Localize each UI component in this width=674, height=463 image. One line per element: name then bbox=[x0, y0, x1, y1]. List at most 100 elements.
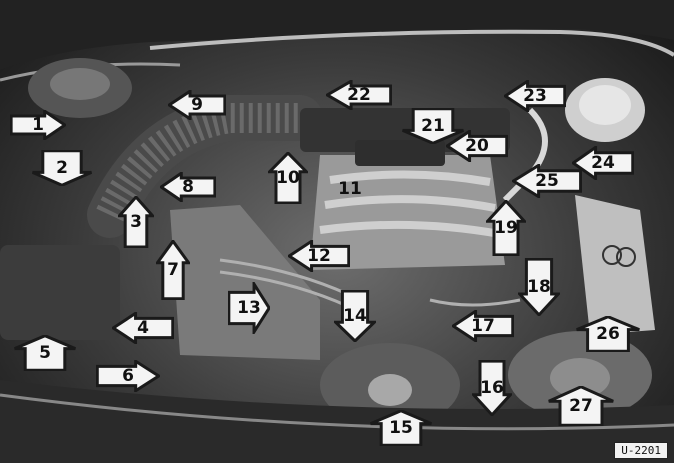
callout-23-arrow-polygon bbox=[505, 81, 565, 110]
callout-27: 27 bbox=[546, 386, 616, 426]
callout-21-label: 21 bbox=[421, 116, 445, 136]
callout-19-arrow-shape bbox=[486, 200, 526, 256]
callout-1-arrow-shape bbox=[10, 110, 66, 140]
callout-7: 7 bbox=[156, 240, 190, 300]
callout-2: 2 bbox=[30, 150, 94, 186]
callout-27-arrow-polygon bbox=[549, 387, 613, 425]
callout-17: 17 bbox=[452, 310, 514, 342]
callout-8: 8 bbox=[160, 172, 216, 202]
callout-2-label: 2 bbox=[56, 158, 68, 178]
callout-13-arrow-shape bbox=[228, 282, 270, 334]
callout-18-label: 18 bbox=[527, 277, 551, 297]
callout-3: 3 bbox=[118, 196, 154, 248]
callout-14-arrow-polygon bbox=[336, 291, 375, 341]
callout-16-arrow-shape bbox=[472, 360, 512, 416]
callout-11-label: 11 bbox=[338, 179, 362, 199]
callout-24-label: 24 bbox=[591, 153, 615, 173]
callout-22: 22 bbox=[326, 80, 392, 110]
callout-22-arrow-shape bbox=[326, 80, 392, 110]
callout-10-arrow-polygon bbox=[270, 153, 307, 203]
callout-9: 9 bbox=[168, 90, 226, 120]
callout-3-label: 3 bbox=[130, 212, 142, 232]
callout-17-label: 17 bbox=[471, 316, 495, 336]
callout-8-label: 8 bbox=[182, 177, 194, 197]
callout-14-arrow-shape bbox=[334, 290, 376, 342]
callout-4-arrow-polygon bbox=[113, 313, 173, 342]
callout-21: 21 bbox=[400, 108, 466, 144]
callout-22-label: 22 bbox=[347, 85, 371, 105]
callout-7-arrow-shape bbox=[156, 240, 190, 300]
callout-18-arrow-shape bbox=[518, 258, 560, 316]
callout-26: 26 bbox=[574, 316, 642, 352]
callout-5-label: 5 bbox=[39, 343, 51, 363]
callout-26-label: 26 bbox=[596, 324, 620, 344]
callout-16-label: 16 bbox=[480, 378, 504, 398]
callout-8-arrow-shape bbox=[160, 172, 216, 202]
callout-20-arrow-shape bbox=[446, 130, 508, 162]
callout-20-arrow-polygon bbox=[447, 131, 507, 160]
callout-15: 15 bbox=[368, 410, 434, 446]
callout-7-label: 7 bbox=[167, 260, 179, 280]
callout-19-arrow-polygon bbox=[488, 201, 525, 255]
callout-25-arrow-polygon bbox=[513, 165, 580, 196]
callout-17-arrow-shape bbox=[452, 310, 514, 342]
callout-18: 18 bbox=[518, 258, 560, 316]
callout-1: 1 bbox=[10, 110, 66, 140]
callout-20: 20 bbox=[446, 130, 508, 162]
callout-1-arrow-polygon bbox=[11, 111, 65, 139]
callout-12-arrow-polygon bbox=[289, 241, 349, 270]
callout-14-label: 14 bbox=[343, 306, 367, 326]
callout-5-arrow-polygon bbox=[15, 336, 76, 371]
callout-19-label: 19 bbox=[494, 218, 518, 238]
callout-2-arrow-shape bbox=[30, 150, 94, 186]
callout-25-label: 25 bbox=[535, 171, 559, 191]
callout-16: 16 bbox=[472, 360, 512, 416]
callout-14: 14 bbox=[334, 290, 376, 342]
callout-6: 6 bbox=[96, 360, 160, 392]
callout-21-arrow-polygon bbox=[403, 109, 464, 144]
figure-reference-label: U-2201 bbox=[614, 442, 668, 459]
callout-22-arrow-polygon bbox=[327, 81, 390, 109]
callout-19: 19 bbox=[486, 200, 526, 256]
callout-23-label: 23 bbox=[523, 86, 547, 106]
callout-15-label: 15 bbox=[389, 418, 413, 438]
callout-13-label: 13 bbox=[237, 298, 261, 318]
callout-10-label: 10 bbox=[276, 168, 300, 188]
callout-12-arrow-shape bbox=[288, 240, 350, 272]
callout-20-label: 20 bbox=[465, 136, 489, 156]
callout-27-arrow-shape bbox=[546, 386, 616, 426]
callout-4: 4 bbox=[112, 312, 174, 344]
callout-1-label: 1 bbox=[32, 115, 44, 135]
callout-13-arrow-polygon bbox=[229, 284, 269, 332]
callout-13: 13 bbox=[228, 282, 270, 334]
callout-6-label: 6 bbox=[122, 366, 134, 386]
callout-17-arrow-polygon bbox=[453, 311, 513, 340]
callout-15-arrow-polygon bbox=[371, 411, 432, 446]
callout-27-label: 27 bbox=[569, 396, 593, 416]
callout-11: 11 bbox=[330, 176, 370, 202]
callout-7-arrow-polygon bbox=[157, 241, 188, 299]
callout-4-arrow-shape bbox=[112, 312, 174, 344]
callout-21-arrow-shape bbox=[400, 108, 466, 144]
callout-10: 10 bbox=[268, 152, 308, 204]
callout-9-arrow-shape bbox=[168, 90, 226, 120]
callout-4-label: 4 bbox=[137, 318, 149, 338]
callout-25: 25 bbox=[512, 164, 582, 198]
callout-24: 24 bbox=[572, 146, 634, 180]
callout-6-arrow-shape bbox=[96, 360, 160, 392]
callout-23-arrow-shape bbox=[504, 80, 566, 112]
callout-5: 5 bbox=[12, 335, 78, 371]
callout-24-arrow-polygon bbox=[573, 147, 633, 178]
callout-2-arrow-polygon bbox=[33, 151, 92, 186]
callout-9-label: 9 bbox=[191, 95, 203, 115]
callout-3-arrow-polygon bbox=[119, 197, 152, 247]
callout-15-arrow-shape bbox=[368, 410, 434, 446]
callout-6-arrow-polygon bbox=[97, 361, 158, 390]
callout-16-arrow-polygon bbox=[474, 361, 511, 415]
callout-10-arrow-shape bbox=[268, 152, 308, 204]
callout-5-arrow-shape bbox=[12, 335, 78, 371]
callout-26-arrow-polygon bbox=[577, 317, 640, 352]
callout-25-arrow-shape bbox=[512, 164, 582, 198]
callout-26-arrow-shape bbox=[574, 316, 642, 352]
